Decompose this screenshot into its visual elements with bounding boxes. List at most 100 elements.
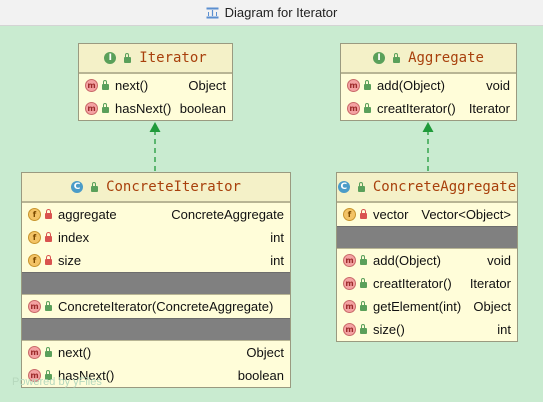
method-row[interactable]: m add(Object) void	[337, 249, 517, 272]
fields-section: f aggregate ConcreteAggregate f index in…	[22, 202, 290, 272]
class-icon: C	[71, 181, 84, 193]
node-title: ConcreteIterator	[106, 179, 241, 195]
diagram-canvas[interactable]: I Iterator m next() Object m hasNext() b…	[0, 26, 543, 402]
member-type: int	[270, 230, 284, 245]
node-aggregate[interactable]: I Aggregate m add(Object) void m creatIt…	[340, 43, 517, 121]
public-lock-icon	[363, 80, 371, 90]
implements-arrow-iterator	[149, 122, 161, 132]
method-row[interactable]: m add(Object) void	[341, 74, 516, 97]
method-icon: m	[28, 346, 41, 359]
interface-icon: I	[373, 52, 386, 64]
node-title: Aggregate	[408, 50, 484, 66]
member-name: size()	[373, 322, 405, 337]
node-iterator[interactable]: I Iterator m next() Object m hasNext() b…	[78, 43, 233, 121]
member-name: next()	[58, 345, 92, 360]
methods-section: m add(Object) void m creatIterator() Ite…	[337, 248, 517, 341]
interface-icon: I	[104, 52, 117, 64]
node-concrete-aggregate[interactable]: C ConcreteAggregate f vector Vector<Obje…	[336, 172, 518, 342]
node-header: I Iterator	[79, 44, 232, 73]
method-row[interactable]: m creatIterator() Iterator	[341, 97, 516, 120]
method-row[interactable]: m hasNext() boolean	[79, 97, 232, 120]
node-title: ConcreteAggregate	[372, 179, 517, 195]
public-lock-icon	[359, 278, 367, 288]
member-name: getElement(int)	[373, 299, 462, 314]
methods-section: m next() Object m hasNext() boolean	[22, 340, 290, 387]
method-row[interactable]: m next() Object	[79, 74, 232, 97]
public-lock-icon	[363, 103, 371, 113]
field-icon: f	[28, 231, 41, 244]
window-title: Diagram for Iterator	[224, 5, 338, 20]
method-row[interactable]: m size() int	[337, 318, 517, 341]
member-name: creatIterator()	[377, 101, 456, 116]
methods-section: m next() Object m hasNext() boolean	[79, 73, 232, 120]
diagram-icon	[206, 7, 219, 19]
field-row[interactable]: f index int	[22, 226, 290, 249]
method-icon: m	[85, 102, 98, 115]
method-icon: m	[347, 102, 360, 115]
member-name: add(Object)	[377, 78, 445, 93]
member-name: size	[58, 253, 82, 268]
member-type: Iterator	[468, 101, 510, 116]
member-type: int	[497, 322, 511, 337]
member-type: boolean	[179, 101, 226, 116]
public-lock-icon	[101, 103, 109, 113]
constructor-row[interactable]: m ConcreteIterator(ConcreteAggregate)	[22, 295, 290, 318]
field-row[interactable]: f vector Vector<Object>	[337, 203, 517, 226]
public-lock-icon	[90, 181, 99, 192]
empty-section	[22, 272, 290, 294]
method-row[interactable]: m creatIterator() Iterator	[337, 272, 517, 295]
member-type: ConcreteAggregate	[171, 207, 284, 222]
member-type: Object	[188, 78, 226, 93]
watermark: Powered by yFiles	[12, 376, 102, 388]
method-icon: m	[343, 323, 356, 336]
member-name: hasNext()	[115, 101, 172, 116]
field-icon: f	[343, 208, 356, 221]
member-name: aggregate	[58, 207, 117, 222]
field-row[interactable]: f size int	[22, 249, 290, 272]
member-type: boolean	[237, 368, 284, 383]
member-type: void	[486, 78, 510, 93]
member-name: index	[58, 230, 90, 245]
field-icon: f	[28, 208, 41, 221]
empty-section	[22, 318, 290, 340]
method-icon: m	[343, 300, 356, 313]
edges-layer	[149, 122, 434, 172]
member-name: creatIterator()	[373, 276, 452, 291]
method-icon: m	[347, 79, 360, 92]
public-lock-icon	[123, 52, 132, 63]
public-lock-icon	[359, 255, 367, 265]
member-name: ConcreteIterator(ConcreteAggregate)	[58, 299, 274, 314]
constructors-section: m ConcreteIterator(ConcreteAggregate)	[22, 294, 290, 318]
public-lock-icon	[359, 301, 367, 311]
member-type: void	[487, 253, 511, 268]
member-name: vector	[373, 207, 409, 222]
method-icon: m	[343, 277, 356, 290]
node-concrete-iterator[interactable]: C ConcreteIterator f aggregate ConcreteA…	[21, 172, 291, 388]
member-name: hasNext()	[58, 368, 115, 383]
public-lock-icon	[44, 370, 52, 380]
node-title: Iterator	[139, 50, 207, 66]
public-lock-icon	[392, 52, 401, 63]
private-lock-icon	[44, 255, 52, 265]
public-lock-icon	[101, 80, 109, 90]
private-lock-icon	[44, 209, 52, 219]
node-header: I Aggregate	[341, 44, 516, 73]
member-name: next()	[115, 78, 149, 93]
method-row[interactable]: m getElement(int) Object	[337, 295, 517, 318]
method-icon: m	[28, 369, 41, 382]
node-header: C ConcreteAggregate	[337, 173, 517, 202]
member-type: Object	[246, 345, 284, 360]
private-lock-icon	[359, 209, 367, 219]
method-row[interactable]: m next() Object	[22, 341, 290, 364]
method-icon: m	[28, 300, 41, 313]
field-row[interactable]: f aggregate ConcreteAggregate	[22, 203, 290, 226]
method-row[interactable]: m hasNext() boolean	[22, 364, 290, 387]
method-icon: m	[85, 79, 98, 92]
private-lock-icon	[44, 232, 52, 242]
class-icon: C	[337, 181, 350, 193]
public-lock-icon	[359, 324, 367, 334]
public-lock-icon	[44, 347, 52, 357]
implements-arrow-aggregate	[422, 122, 434, 132]
window-titlebar: Diagram for Iterator	[0, 0, 543, 26]
public-lock-icon	[44, 301, 52, 311]
